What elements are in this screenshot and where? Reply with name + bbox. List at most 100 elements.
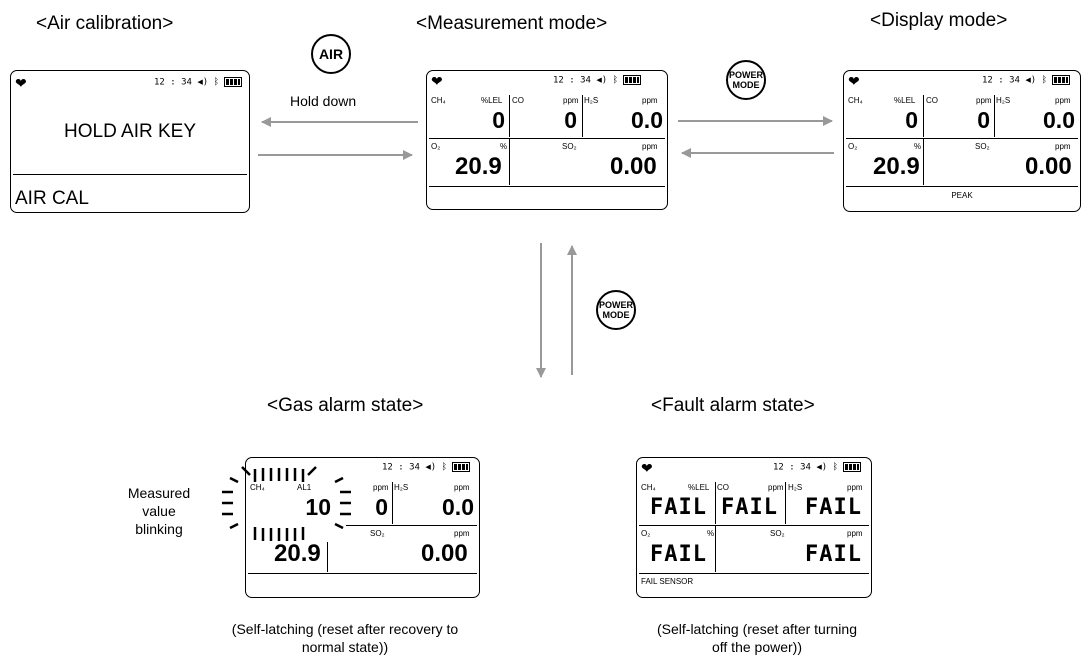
gas-alarm-screen: 12 : 34 ◀) ᛒ CH₄ AL1 ppm H₂S ppm 10 0 0.… bbox=[245, 457, 480, 598]
value-ch4-fail: FAIL bbox=[650, 495, 707, 520]
battery-icon bbox=[1052, 75, 1071, 85]
value-h2s: 0.0 bbox=[1043, 107, 1075, 133]
value-ch4: 0 bbox=[905, 107, 918, 133]
value-ch4-blinking: 10 bbox=[305, 494, 331, 520]
unit-lel: %LEL bbox=[688, 483, 710, 492]
bluetooth-icon: ᛒ bbox=[441, 462, 448, 473]
speaker-icon: ◀) bbox=[197, 77, 209, 88]
gas-label-h2s: H₂S bbox=[394, 483, 409, 492]
unit-ppm: ppm bbox=[373, 483, 389, 492]
speaker-icon: ◀) bbox=[1025, 75, 1037, 86]
title-fault-alarm-state: <Fault alarm state> bbox=[651, 395, 815, 416]
unit-ppm: ppm bbox=[1055, 96, 1071, 105]
battery-icon bbox=[623, 75, 642, 85]
battery-icon bbox=[452, 462, 471, 472]
value-so2-fail: FAIL bbox=[805, 542, 862, 567]
value-ch4: 0 bbox=[492, 107, 505, 133]
value-h2s-fail: FAIL bbox=[805, 495, 862, 520]
gas-label-h2s: H₂S bbox=[996, 96, 1011, 105]
unit-ppm: ppm bbox=[642, 96, 658, 105]
value-so2: 0.00 bbox=[421, 540, 468, 567]
fault-alarm-caption: (Self-latching (reset after turning off … bbox=[657, 621, 857, 655]
unit-ppm: ppm bbox=[642, 142, 658, 151]
value-co: 0 bbox=[375, 494, 388, 520]
gas-label-o2: O₂ bbox=[431, 142, 441, 151]
value-h2s: 0.0 bbox=[442, 494, 474, 520]
heart-icon: ❤ bbox=[15, 75, 27, 91]
status-bar: 12 : 34 ◀) ᛒ bbox=[773, 462, 862, 473]
gas-label-h2s: H₂S bbox=[584, 96, 599, 105]
unit-ppm: ppm bbox=[563, 96, 579, 105]
unit-lel: %LEL bbox=[894, 96, 916, 105]
bluetooth-icon: ᛒ bbox=[1041, 75, 1048, 86]
heart-icon: ❤ bbox=[431, 73, 443, 89]
gas-label-so2: SO₂ bbox=[370, 529, 385, 538]
gas-label-o2: O₂ bbox=[641, 529, 651, 538]
value-so2: 0.00 bbox=[1025, 153, 1072, 180]
speaker-icon: ◀) bbox=[816, 462, 828, 473]
unit-ppm: ppm bbox=[976, 96, 992, 105]
unit-lel: %LEL bbox=[481, 96, 503, 105]
status-bar: 12 : 34 ◀) ᛒ bbox=[982, 75, 1071, 86]
heart-icon: ❤ bbox=[848, 73, 860, 89]
air-key-icon: AIR bbox=[311, 34, 351, 74]
gas-label-ch4: CH₄ bbox=[250, 483, 265, 492]
bluetooth-icon: ᛒ bbox=[832, 462, 839, 473]
heart-icon: ❤ bbox=[641, 460, 653, 476]
measurement-mode-screen: ❤ 12 : 34 ◀) ᛒ CH₄ %LEL CO ppm H₂S ppm 0… bbox=[426, 70, 668, 210]
unit-alarm-level: AL1 bbox=[297, 483, 312, 492]
bluetooth-icon: ᛒ bbox=[612, 75, 619, 86]
unit-ppm: ppm bbox=[454, 529, 470, 538]
gas-label-so2: SO₂ bbox=[562, 142, 577, 151]
air-calibration-message: HOLD AIR KEY bbox=[64, 121, 196, 142]
gas-label-so2: SO₂ bbox=[770, 529, 785, 538]
gas-label-ch4: CH₄ bbox=[431, 96, 446, 105]
gas-label-co: CO bbox=[717, 483, 729, 492]
battery-icon bbox=[843, 462, 862, 472]
hold-down-label: Hold down bbox=[290, 93, 357, 109]
unit-ppm: ppm bbox=[847, 529, 863, 538]
value-h2s: 0.0 bbox=[631, 107, 663, 133]
gas-label-o2: O₂ bbox=[848, 142, 858, 151]
value-co: 0 bbox=[564, 107, 577, 133]
gas-label-ch4: CH₄ bbox=[641, 483, 656, 492]
bluetooth-icon: ᛒ bbox=[213, 77, 220, 88]
gas-label-h2s: H₂S bbox=[788, 483, 803, 492]
unit-ppm: ppm bbox=[1055, 142, 1071, 151]
value-o2: 20.9 bbox=[455, 153, 502, 180]
unit-percent: % bbox=[707, 529, 715, 538]
blinking-rays bbox=[222, 466, 351, 541]
title-measurement-mode: <Measurement mode> bbox=[416, 13, 608, 34]
measured-value-blinking-note: Measured value blinking bbox=[127, 485, 191, 537]
unit-ppm: ppm bbox=[768, 483, 784, 492]
gas-label-ch4: CH₄ bbox=[848, 96, 863, 105]
value-co: 0 bbox=[977, 107, 990, 133]
gas-label-co: CO bbox=[512, 96, 524, 105]
unit-percent: % bbox=[500, 142, 508, 151]
fault-alarm-screen: ❤ 12 : 34 ◀) ᛒ CH₄ %LEL CO ppm H₂S ppm F… bbox=[636, 457, 872, 598]
gas-label-co: CO bbox=[926, 96, 938, 105]
title-display-mode: <Display mode> bbox=[870, 10, 1008, 31]
value-so2: 0.00 bbox=[610, 153, 657, 180]
air-calibration-footer: AIR CAL bbox=[15, 188, 89, 209]
speaker-icon: ◀) bbox=[425, 462, 437, 473]
gas-label-so2: SO₂ bbox=[975, 142, 990, 151]
status-bar: 12 : 34 ◀) ᛒ bbox=[553, 75, 642, 86]
status-bar: 12 : 34 ◀) ᛒ bbox=[154, 77, 243, 88]
title-gas-alarm-state: <Gas alarm state> bbox=[267, 395, 424, 416]
display-mode-screen: ❤ 12 : 34 ◀) ᛒ CH₄ %LEL CO ppm H₂S ppm 0… bbox=[843, 70, 1081, 212]
speaker-icon: ◀) bbox=[596, 75, 608, 86]
value-o2: 20.9 bbox=[274, 540, 321, 567]
fault-alarm-footer: FAIL SENSOR bbox=[641, 577, 694, 586]
value-co-fail: FAIL bbox=[721, 495, 778, 520]
value-o2: 20.9 bbox=[873, 153, 920, 180]
status-bar: 12 : 34 ◀) ᛒ bbox=[382, 462, 471, 473]
battery-icon bbox=[224, 77, 243, 87]
unit-ppm: ppm bbox=[847, 483, 863, 492]
value-o2-fail: FAIL bbox=[650, 542, 707, 567]
gas-alarm-caption: (Self-latching (reset after recovery to … bbox=[231, 621, 459, 655]
